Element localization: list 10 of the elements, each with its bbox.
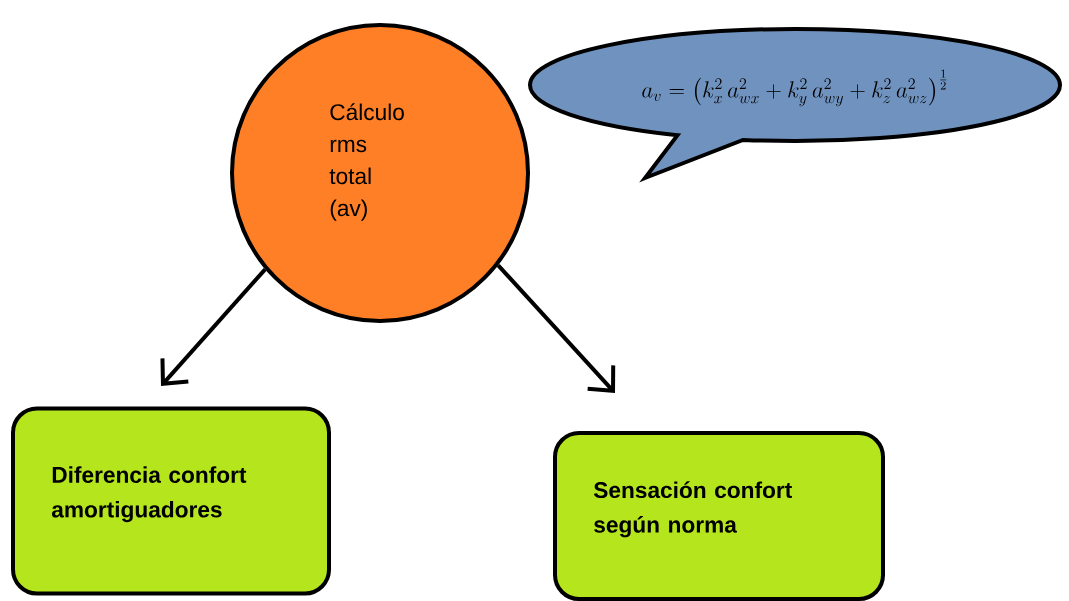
node-text: Sensación confort según norma: [593, 481, 792, 538]
arrow: [496, 264, 616, 393]
process-box: [11, 406, 331, 596]
circle-node: [230, 23, 530, 323]
arrow: [160, 268, 267, 386]
node-text: Diferencia confort amortiguadores: [51, 466, 247, 523]
formula: $a_v = \left(k_x^2\, a_{wx}^2 + k_y^2\, a_{wy}^2 + k_z^2\, a_{wz}^2\right)^{\frac{1}{2}}$: [642, 69, 947, 107]
process-box: [553, 431, 885, 601]
node-text: Cálculo rms total (av): [329, 103, 404, 221]
speech-bubble: [528, 27, 1062, 180]
